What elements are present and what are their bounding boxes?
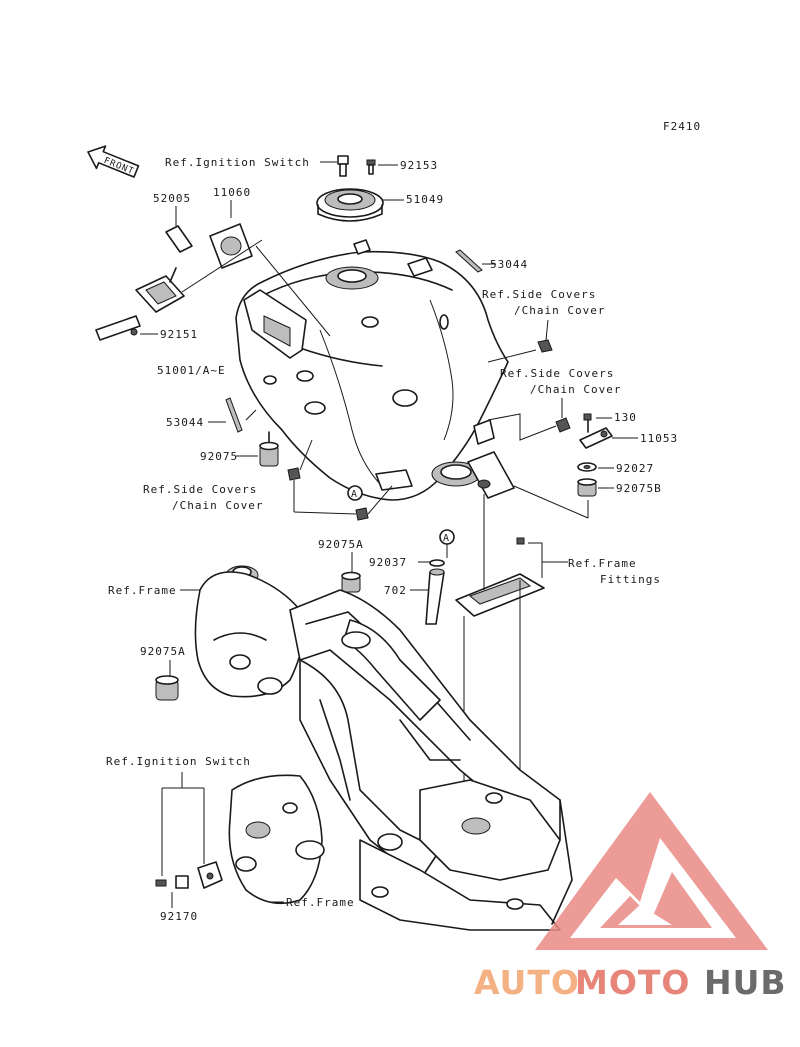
watermark-part-auto: AUTO [474, 963, 580, 1002]
ignition-switch-bracket-icon [155, 861, 223, 889]
label-92075A-top: 92075A [318, 538, 364, 551]
label-92151: 92151 [160, 328, 198, 341]
fuel-tank-51001-icon [235, 239, 515, 501]
watermark-part-moto: MOTO [575, 963, 690, 1002]
label-ref-ignition-switch-top: Ref.Ignition Switch [165, 156, 310, 169]
marker-a-1-icon: A [347, 485, 363, 501]
damper-92075A-top-icon [341, 571, 361, 593]
damper-92075B-icon [577, 478, 597, 497]
strip-53044-left-icon [225, 397, 243, 433]
label-92027: 92027 [616, 462, 654, 475]
bracket-11053-icon [579, 413, 613, 449]
label-ref-side-covers-2b: /Chain Cover [530, 383, 621, 396]
label-ref-side-covers-1a: Ref.Side Covers [482, 288, 596, 301]
label-ref-frame-2: Ref.Frame [286, 896, 355, 909]
label-53044-left: 53044 [166, 416, 204, 429]
nut-2-icon [555, 417, 571, 433]
gasket-11060-icon [209, 223, 253, 269]
label-51001: 51001/A~E [157, 364, 226, 377]
frame-fitting-bracket-icon [455, 537, 545, 617]
label-ref-frame-fittings-a: Ref.Frame [568, 557, 637, 570]
damper-92075-icon [259, 431, 279, 467]
fuel-cap-51049-icon [316, 188, 384, 222]
label-11053: 11053 [640, 432, 678, 445]
label-51049: 51049 [406, 193, 444, 206]
label-92037: 92037 [369, 556, 407, 569]
label-92075B: 92075B [616, 482, 662, 495]
clamp-92037-icon [429, 559, 445, 567]
cap-bolt-icon [337, 155, 349, 177]
front-arrow-icon: FRONT [87, 145, 140, 178]
nut-icon [537, 339, 553, 353]
label-92075A-left: 92075A [140, 645, 186, 658]
automotohub-wordmark: AUTO MOTO HUB [474, 963, 787, 1002]
nut-3-icon [287, 467, 369, 521]
label-130: 130 [614, 411, 637, 424]
marker-a-2-icon: A [439, 529, 455, 545]
fuel-pump-switch-box-icon [95, 267, 185, 341]
label-92075: 92075 [200, 450, 238, 463]
label-ref-side-covers-3b: /Chain Cover [172, 499, 263, 512]
watermark-part-hub: HUB [704, 963, 787, 1002]
bolt-92151-icon [130, 328, 138, 336]
motorcycle-frame-icon [194, 565, 573, 931]
label-ref-frame-fittings-b: Fittings [600, 573, 661, 586]
damper-92075A-left-icon [155, 675, 179, 701]
hose-702-icon [425, 568, 445, 625]
label-702: 702 [384, 584, 407, 597]
screw-92153-icon [366, 159, 376, 175]
label-92170: 92170 [160, 910, 198, 923]
svg-text:A: A [443, 533, 449, 544]
label-ref-ignition-switch-bottom: Ref.Ignition Switch [106, 755, 251, 768]
label-53044-top: 53044 [490, 258, 528, 271]
svg-text:A: A [351, 489, 357, 500]
figure-code: F2410 [663, 120, 701, 133]
strip-53044-top-icon [455, 249, 483, 273]
label-ref-side-covers-2a: Ref.Side Covers [500, 367, 614, 380]
automotohub-logo [535, 792, 768, 950]
connector-52005-icon [165, 225, 193, 253]
label-11060: 11060 [213, 186, 251, 199]
label-52005: 52005 [153, 192, 191, 205]
label-ref-side-covers-1b: /Chain Cover [514, 304, 605, 317]
label-ref-frame-1: Ref.Frame [108, 584, 177, 597]
washer-92027-icon [577, 462, 597, 472]
label-ref-side-covers-3a: Ref.Side Covers [143, 483, 257, 496]
label-92153: 92153 [400, 159, 438, 172]
